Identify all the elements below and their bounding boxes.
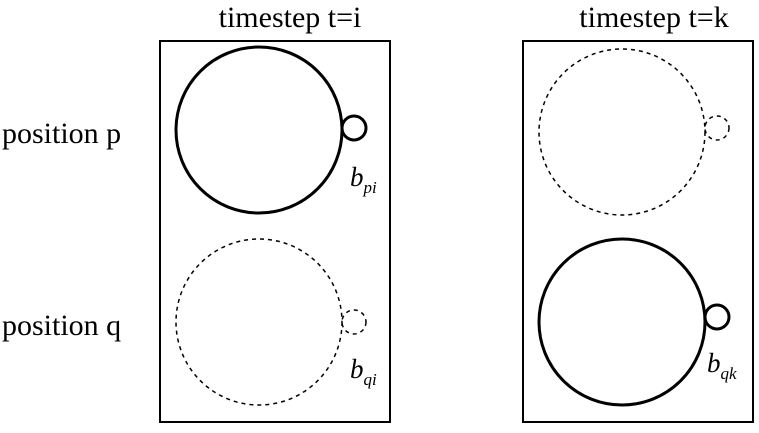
row-label-position-p: position p <box>2 117 121 150</box>
bias-circle-p-k <box>704 115 730 141</box>
bias-circle-p-i <box>340 114 368 142</box>
bias-label-p-i: bpi <box>350 162 377 197</box>
memory-circle-q-i <box>175 238 343 406</box>
header-timestep-i: timestep t=i <box>219 1 362 34</box>
panel-frame-timestep-i <box>159 40 391 423</box>
bias-circle-q-i <box>341 309 367 335</box>
memory-circle-q-k <box>537 237 707 407</box>
panel-frame-timestep-k <box>522 40 754 423</box>
bias-label-q-i: bqi <box>350 354 377 389</box>
row-label-position-q: position q <box>2 309 121 342</box>
bias-circle-q-k <box>703 303 731 331</box>
memory-circle-p-i <box>174 45 344 215</box>
memory-circle-p-k <box>538 48 706 216</box>
header-timestep-k: timestep t=k <box>579 1 728 34</box>
bias-label-q-k: bqk <box>707 348 737 383</box>
